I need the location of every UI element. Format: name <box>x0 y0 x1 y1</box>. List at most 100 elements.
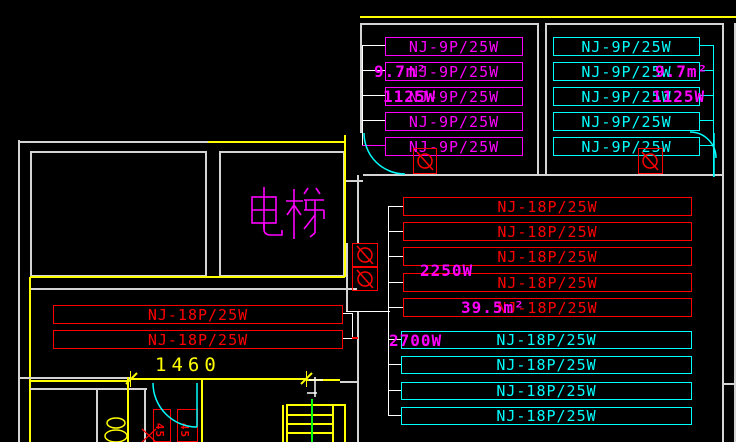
wire-segment <box>700 145 713 146</box>
breaker-box[interactable]: NJ-18P/25W <box>401 331 692 349</box>
area-label: 39.5m² <box>461 298 525 317</box>
breaker-box[interactable]: NJ-9P/25W <box>553 87 700 106</box>
lamp-box[interactable] <box>638 148 663 174</box>
fixture-label: 45 <box>153 422 167 439</box>
stair-edge <box>332 405 334 442</box>
area-label: 9.7m² <box>374 62 428 81</box>
lamp-symbol-icon <box>356 151 659 289</box>
dimension-text: 1460 <box>155 354 221 376</box>
wall-segment <box>360 23 537 25</box>
room-outline <box>30 151 207 277</box>
stair-edge <box>282 405 284 442</box>
wall-segment <box>357 175 359 243</box>
breaker-box[interactable]: NJ-18P/25W <box>401 356 692 374</box>
wall-segment <box>340 381 357 383</box>
breaker-box[interactable]: NJ-18P/25W <box>53 305 343 324</box>
breaker-box[interactable]: NJ-18P/25W <box>53 330 343 349</box>
wire-segment <box>352 313 353 339</box>
dimension-line <box>131 378 307 380</box>
wall-segment <box>537 23 539 176</box>
wire-segment <box>127 377 129 442</box>
breaker-box[interactable]: NJ-9P/25W <box>553 37 700 56</box>
wire-segment <box>388 256 403 257</box>
fixture-ellipse <box>104 417 128 442</box>
wire-segment <box>344 135 346 277</box>
wall-segment <box>144 388 146 442</box>
wire-segment <box>30 276 345 278</box>
breaker-box[interactable]: NJ-18P/25W <box>401 382 692 400</box>
breaker-box[interactable]: NJ-9P/25W <box>385 62 523 81</box>
power-label: 2250W <box>420 261 474 280</box>
power-label: 2700W <box>389 331 443 350</box>
wire-segment <box>29 277 31 442</box>
breaker-box[interactable]: NJ-9P/25W <box>553 112 700 131</box>
breaker-box[interactable]: NJ-9P/25W <box>385 37 523 56</box>
wall-segment <box>346 243 348 312</box>
wire-segment <box>388 206 403 207</box>
lamp-box[interactable] <box>352 243 378 267</box>
wire-segment <box>362 45 385 46</box>
breaker-box[interactable]: NJ-9P/25W <box>553 137 700 156</box>
wire-segment <box>388 415 401 416</box>
wall-segment <box>547 23 722 25</box>
wall-segment <box>722 23 724 442</box>
power-label: 1125W <box>652 87 706 106</box>
wire-segment <box>388 206 389 416</box>
wall-segment <box>545 23 547 176</box>
dimension-extension <box>306 371 307 387</box>
wire-segment <box>700 70 713 71</box>
wire-segment <box>343 313 352 314</box>
wall-segment <box>18 141 208 143</box>
stair-centerline <box>311 399 313 442</box>
wire-segment <box>388 390 401 391</box>
breaker-box[interactable]: NJ-18P/25W <box>403 222 692 241</box>
wall-segment <box>357 312 359 442</box>
wire-segment <box>362 70 385 71</box>
stair-step <box>288 414 333 416</box>
wall-segment <box>346 180 363 182</box>
breaker-box[interactable]: NJ-9P/25W <box>385 112 523 131</box>
wire-segment <box>388 307 403 308</box>
stair-edge <box>286 404 288 442</box>
breaker-box[interactable]: NJ-18P/25W <box>403 273 692 292</box>
wire-segment <box>388 339 401 340</box>
dimension-line <box>307 379 340 381</box>
stair-edge <box>344 405 346 442</box>
wall-segment <box>30 388 147 390</box>
breaker-box[interactable]: NJ-9P/25W <box>553 62 700 81</box>
stair-step <box>288 423 333 425</box>
wall-segment <box>734 23 736 442</box>
stair-edge <box>286 404 346 406</box>
dimension-extension <box>130 371 131 387</box>
wire-segment <box>360 16 736 18</box>
wire-segment <box>362 120 385 121</box>
breaker-box[interactable]: NJ-18P/25W <box>401 407 692 425</box>
breaker-box[interactable]: NJ-9P/25W <box>385 87 523 106</box>
breaker-box[interactable]: NJ-18P/25W <box>403 298 692 317</box>
wire-segment <box>713 45 714 177</box>
power-label: 1125W <box>383 87 437 106</box>
breaker-box[interactable]: NJ-18P/25W <box>403 247 692 266</box>
wire-segment <box>208 141 345 143</box>
fixture-label: 45 <box>178 422 192 439</box>
wire-segment <box>388 282 403 283</box>
wire-segment <box>388 231 403 232</box>
wall-segment <box>722 383 736 385</box>
breaker-box[interactable]: NJ-9P/25W <box>385 137 523 156</box>
lamp-box[interactable] <box>413 148 437 174</box>
lamp-box[interactable] <box>352 267 378 291</box>
wire-segment <box>352 337 358 339</box>
wire-segment <box>346 311 390 312</box>
wire-segment <box>362 145 385 146</box>
wire-segment <box>201 380 203 442</box>
area-label: 9.7m² <box>655 62 709 81</box>
wire-segment <box>700 45 713 46</box>
wall-segment <box>18 377 131 379</box>
wire-segment <box>700 120 713 121</box>
wire-segment <box>362 95 385 96</box>
wire-segment <box>700 95 713 96</box>
wall-segment <box>30 288 357 290</box>
stair-step <box>288 432 333 434</box>
breaker-box[interactable]: NJ-18P/25W <box>403 197 692 216</box>
